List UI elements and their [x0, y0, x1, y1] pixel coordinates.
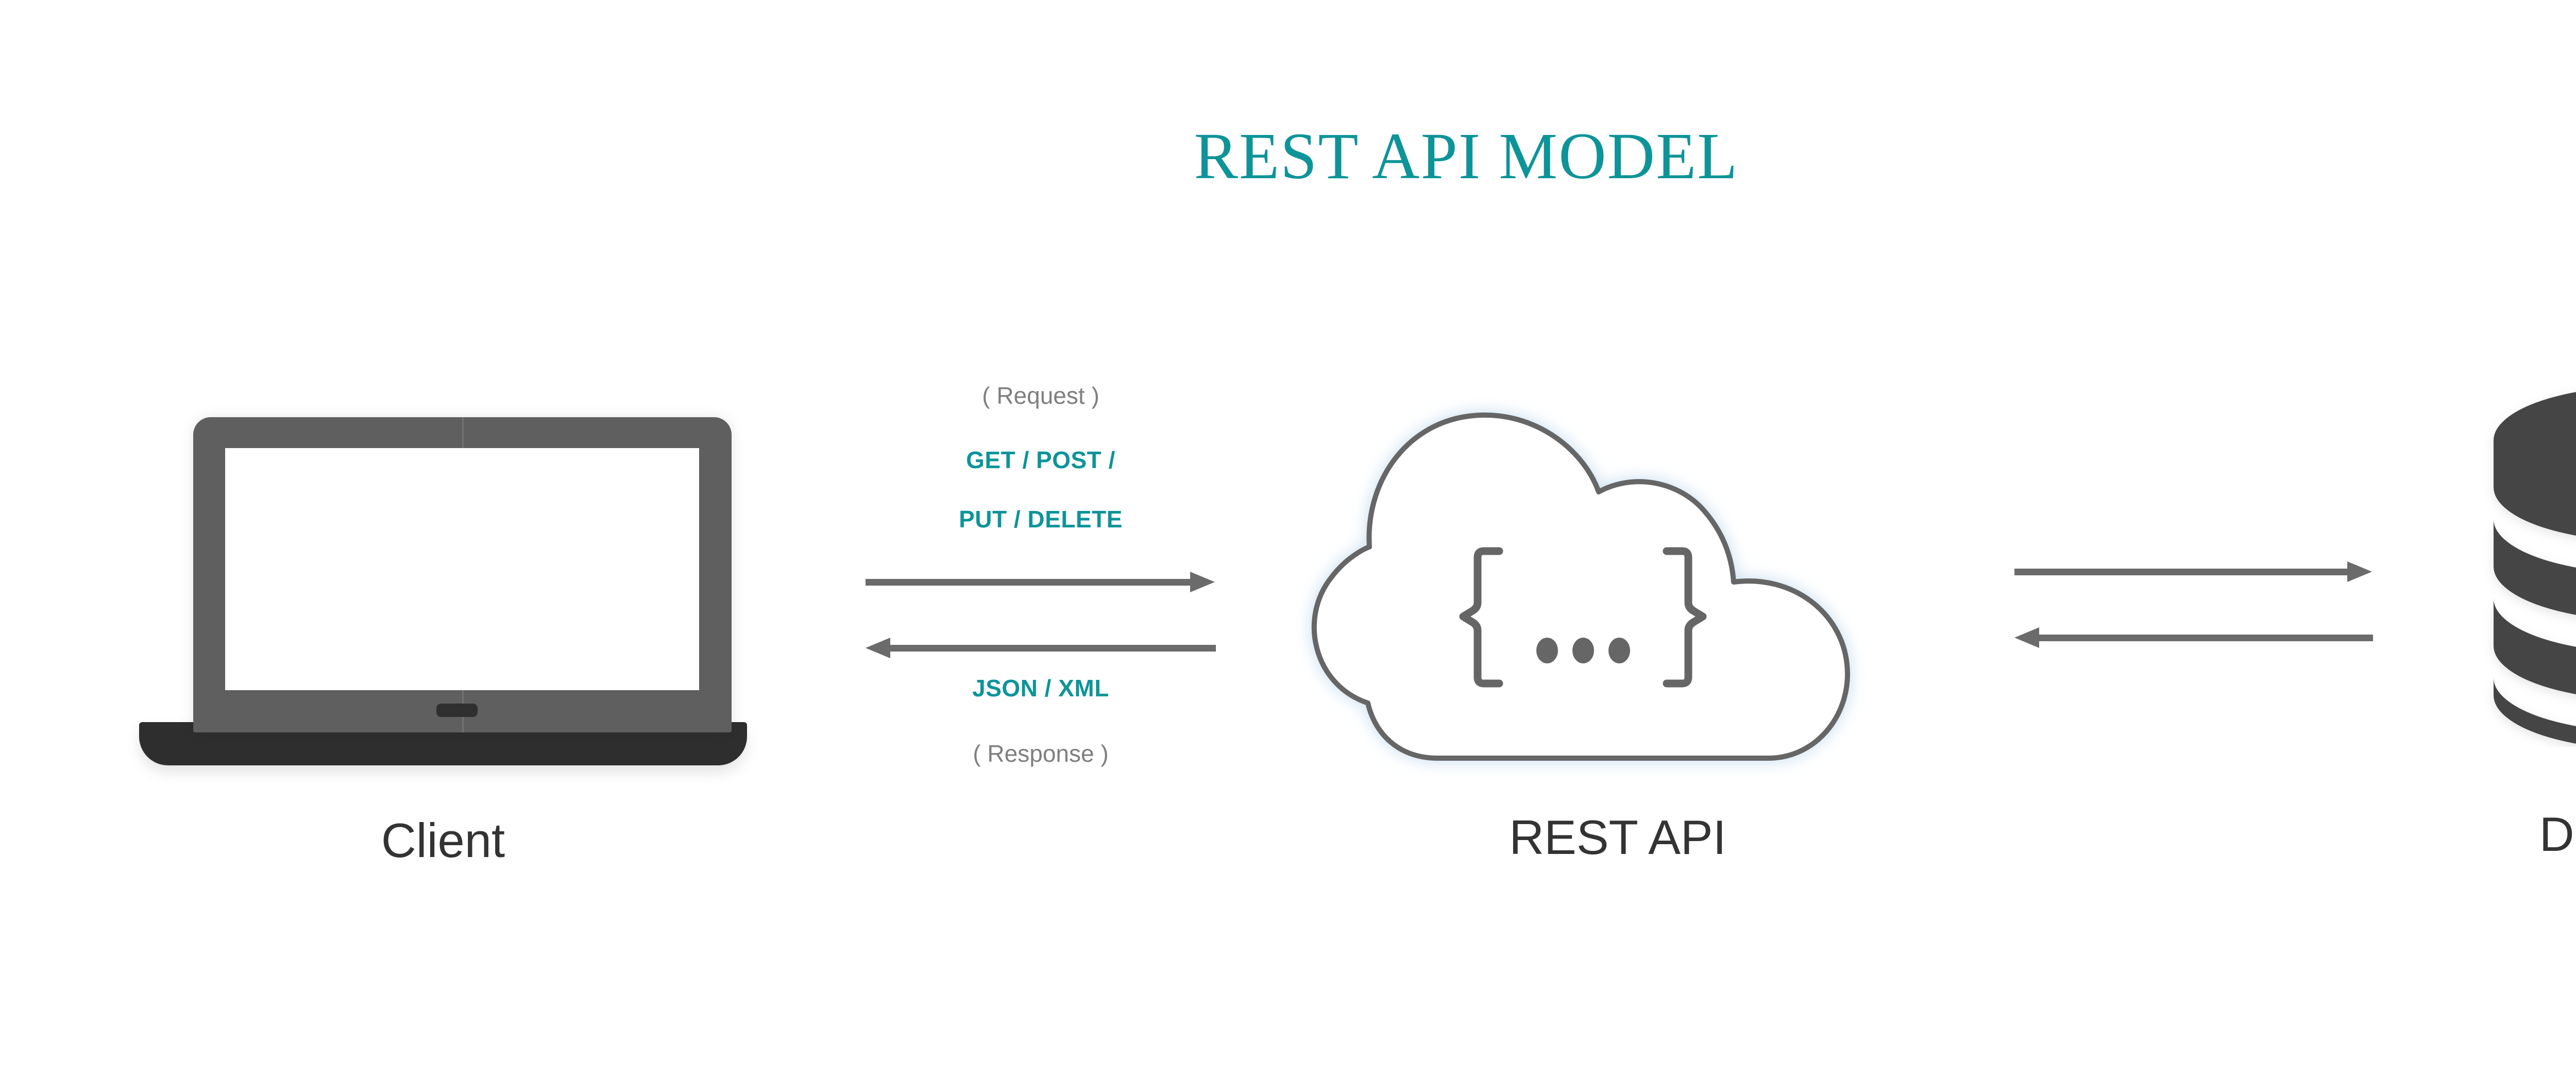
- json-braces-glyph: [1459, 547, 1707, 688]
- cloud-shape: [1311, 412, 1850, 761]
- request-caption: ( Request ): [982, 382, 1099, 409]
- client-label: Client: [381, 813, 505, 867]
- laptop-screen: [225, 448, 699, 690]
- laptop-lid: [193, 417, 732, 732]
- arrow-head-right-icon: [1190, 572, 1215, 592]
- laptop-icon: [139, 417, 747, 778]
- response-caption: ( Response ): [973, 740, 1109, 767]
- db-write-arrow-right: [2014, 561, 2375, 582]
- db-read-arrow-left: [2014, 627, 2375, 648]
- client-to-api-arrows: [866, 572, 1216, 658]
- arrow-head-left-icon: [2014, 627, 2039, 648]
- page-title: REST API MODEL: [1194, 119, 1739, 193]
- database-label: Database: [2539, 807, 2576, 861]
- request-methods-line-1: GET / POST /: [966, 447, 1115, 473]
- arrow-head-right-icon: [2347, 561, 2372, 582]
- response-arrow-left: [866, 638, 1216, 658]
- arrow-head-left-icon: [866, 638, 890, 658]
- response-format-label: JSON / XML: [972, 675, 1109, 701]
- request-arrow-right: [866, 572, 1216, 592]
- dot-1: [1536, 638, 1558, 663]
- request-methods-line-2: PUT / DELETE: [959, 506, 1123, 533]
- laptop-seam: [462, 417, 464, 732]
- dot-2: [1572, 638, 1594, 663]
- database-shape: [2494, 392, 2576, 744]
- laptop-trackpad-notch: [436, 704, 478, 717]
- database-cylinder-icon: [2452, 386, 2576, 747]
- rest-api-label: REST API: [1509, 810, 1726, 864]
- cloud-icon: [1283, 397, 1953, 778]
- arrow-shaft: [866, 579, 1192, 586]
- api-to-database-arrows: [2014, 561, 2375, 648]
- dot-3: [1608, 638, 1630, 663]
- arrow-shaft: [2014, 569, 2349, 575]
- arrow-shaft: [2038, 635, 2373, 641]
- arrow-shaft: [889, 645, 1216, 652]
